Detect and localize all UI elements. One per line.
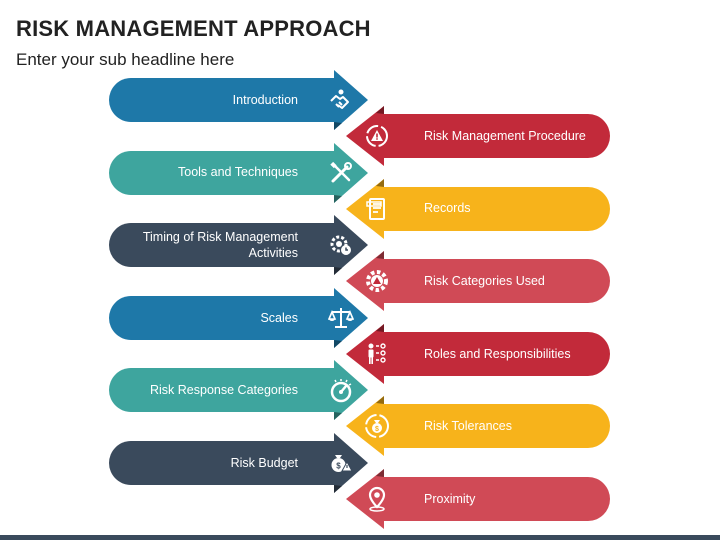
warning-cycle-icon bbox=[364, 123, 390, 149]
step-arrow-records bbox=[346, 178, 400, 239]
gear-warning-icon bbox=[364, 268, 390, 294]
page-subtitle: Enter your sub headline here bbox=[16, 50, 235, 69]
step-label: Risk Categories Used bbox=[424, 274, 545, 289]
step-bar-records: Records bbox=[390, 186, 610, 231]
step-arrow-tools-and-techniques bbox=[320, 142, 368, 203]
step-bar-introduction: Introduction bbox=[109, 78, 334, 122]
svg-text:$: $ bbox=[375, 426, 379, 433]
step-bar-risk-budget: Risk Budget bbox=[109, 441, 334, 485]
step-bar-risk-categories-used: Risk Categories Used bbox=[390, 259, 610, 304]
gauge-icon bbox=[328, 377, 354, 403]
step-bar-risk-tolerances: Risk Tolerances bbox=[390, 404, 610, 449]
step-arrow-proximity bbox=[346, 469, 400, 529]
step-label: Proximity bbox=[424, 491, 476, 506]
step-label: Tools and Techniques bbox=[178, 165, 298, 180]
step-label: Risk Budget bbox=[230, 455, 298, 470]
step-arrow-risk-management-procedure bbox=[346, 106, 400, 166]
money-bag-warning-icon: $ bbox=[328, 450, 354, 476]
step-bar-proximity: Proximity bbox=[390, 477, 610, 521]
document-stack-icon bbox=[364, 196, 390, 222]
step-bar-tools-and-techniques: Tools and Techniques bbox=[109, 150, 334, 195]
step-bar-roles-and-responsibilities: Roles and Responsibilities bbox=[390, 331, 610, 376]
step-label: Risk Management Procedure bbox=[424, 128, 586, 143]
step-bar-risk-response-categories: Risk Response Categories bbox=[109, 368, 334, 413]
page-title: RISK MANAGEMENT APPROACH bbox=[16, 16, 371, 41]
person-checklist-icon bbox=[364, 341, 390, 367]
step-arrow-timing-of-risk-management-activities bbox=[320, 215, 368, 276]
location-pin-icon bbox=[364, 486, 390, 512]
step-bar-scales: Scales bbox=[109, 295, 334, 340]
step-label: Timing of Risk Management Activities bbox=[142, 229, 298, 261]
step-bar-timing-of-risk-management-activities: Timing of Risk Management Activities bbox=[109, 223, 334, 268]
step-label: Scales bbox=[260, 310, 298, 325]
balance-scale-icon bbox=[328, 305, 354, 331]
step-label: Risk Response Categories bbox=[150, 383, 298, 398]
handshake-icon bbox=[328, 87, 354, 113]
step-label: Risk Tolerances bbox=[424, 419, 513, 434]
step-label: Introduction bbox=[232, 92, 298, 107]
gear-clock-icon bbox=[328, 232, 354, 258]
step-arrow-scales bbox=[320, 287, 368, 348]
footer-bar bbox=[0, 535, 720, 540]
step-arrow-introduction bbox=[320, 70, 368, 130]
step-label: Roles and Responsibilities bbox=[424, 346, 571, 361]
step-bar-risk-management-procedure: Risk Management Procedure bbox=[390, 114, 610, 158]
svg-text:$: $ bbox=[336, 462, 341, 471]
tools-icon bbox=[328, 160, 354, 186]
money-bag-cycle-icon: $ bbox=[364, 413, 390, 439]
step-label: Records bbox=[424, 201, 471, 216]
